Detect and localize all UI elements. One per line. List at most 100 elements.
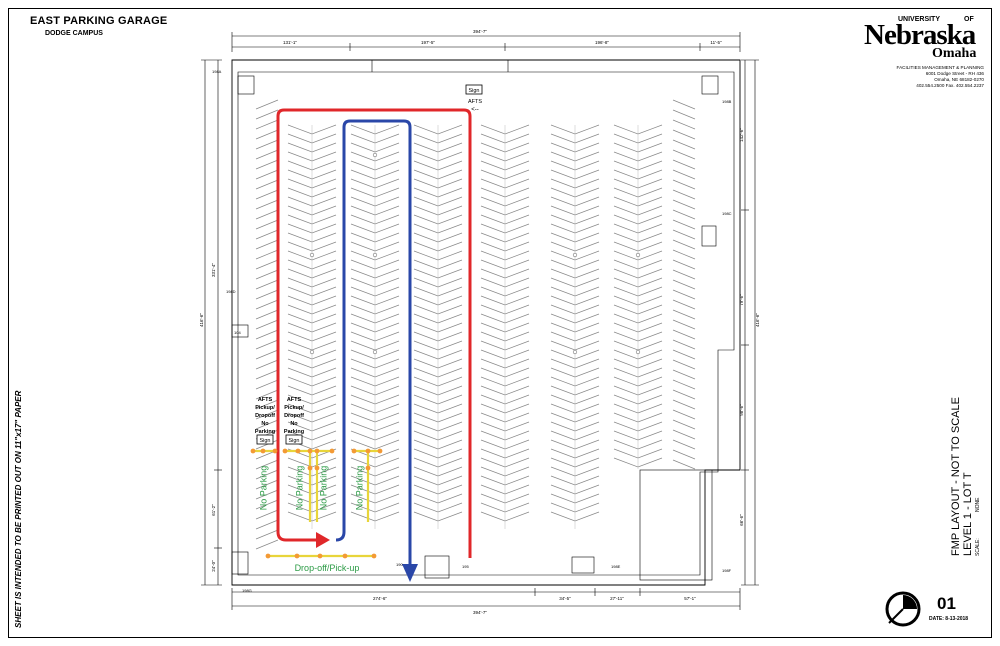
stall-edge: [255, 179, 279, 190]
stall-edge: [255, 339, 279, 350]
stall-edge: [672, 339, 696, 350]
university-logo: UNIVERSITY OF Nebraska Omaha: [858, 16, 983, 62]
stall-edge: [255, 259, 279, 270]
dimension-ticks: [201, 32, 759, 610]
stall-edge: [672, 279, 696, 290]
stall-edge: [255, 479, 279, 490]
pickup-note-1-line-1: AFTS: [258, 397, 273, 403]
stall-edge: [255, 109, 279, 120]
stall-edge: [255, 319, 279, 330]
stall-edge: [672, 99, 696, 110]
dim-bottom-4: 57'-1": [684, 596, 696, 601]
stall-edge: [255, 229, 279, 240]
room-tag-9: 195: [462, 564, 469, 569]
stall-edge: [255, 219, 279, 230]
stall-edge: [672, 179, 696, 190]
sheet-border: [8, 8, 992, 638]
dim-bottom-1: 274'-6": [373, 596, 387, 601]
pickup-note-2-line-4: No: [290, 421, 298, 427]
sign-1: Sign: [259, 438, 270, 444]
stall-edge: [672, 239, 696, 250]
stall-edge: [255, 309, 279, 320]
stall-edge: [672, 189, 696, 200]
stall-edge: [255, 509, 279, 520]
dim-right-1: 142'-6": [739, 128, 744, 142]
dropoff-label: Drop-off/Pick-up: [295, 563, 360, 573]
logo-of: OF: [964, 16, 974, 23]
exit-route: [335, 119, 412, 566]
no-parking-label-3: No Parking: [318, 466, 328, 511]
stall-edge: [255, 249, 279, 260]
stall-edge: [255, 499, 279, 510]
stall-edge: [672, 419, 696, 430]
stall-edge: [255, 409, 279, 420]
pickup-note-2-line-1: AFTS: [287, 397, 302, 403]
stall-edge: [672, 329, 696, 340]
stall-edge: [255, 299, 279, 310]
stall-edge: [255, 119, 279, 130]
pickup-note-2-line-5: Parking: [284, 429, 304, 435]
stall-edge: [255, 349, 279, 360]
room-tag-7: 104: [234, 330, 241, 335]
parking-stalls: [255, 99, 696, 550]
dim-top-1: 131'-1": [283, 40, 297, 45]
dim-right-2: 79'-6": [739, 294, 744, 306]
stall-edge: [255, 539, 279, 550]
columns: [309, 152, 641, 355]
stall-edge: [672, 349, 696, 360]
stall-edge: [255, 239, 279, 250]
pickup-note-2-line-2: Pickup/: [284, 405, 304, 411]
stall-edge: [255, 99, 279, 110]
no-parking-label-2: No Parking: [294, 466, 304, 511]
stall-edge: [255, 279, 279, 290]
stall-edge: [255, 329, 279, 340]
stall-edge: [672, 409, 696, 420]
stall-edge: [672, 129, 696, 140]
dim-left-2: 61'-2": [211, 504, 216, 516]
stall-edge: [672, 289, 696, 300]
stall-edge: [255, 189, 279, 200]
room-tag-3: 198C: [722, 211, 732, 216]
stall-edge: [672, 369, 696, 380]
pickup-note-1: AFTS Pickup/ Dropoff No Parking: [255, 397, 275, 435]
campus-name: DODGE CAMPUS: [45, 30, 103, 37]
stall-edge: [672, 159, 696, 170]
stall-edge: [672, 259, 696, 270]
room-tag-4: 198D: [226, 289, 236, 294]
north-arrow-icon: [885, 591, 921, 627]
no-parking-lines: [253, 449, 380, 558]
stall-edge: [255, 269, 279, 280]
dimension-labels: 394'-7" 131'-1" 197'-5" 196'-8" 11'-5" 3…: [199, 29, 760, 615]
stall-edge: [672, 249, 696, 260]
stall-edge: [672, 379, 696, 390]
dimension-lines: [204, 35, 756, 607]
stall-edge: [255, 519, 279, 530]
stall-edge: [672, 229, 696, 240]
dim-top-4: 11'-5": [710, 40, 722, 45]
dim-left-3: 24'-0": [211, 560, 216, 572]
stall-edge: [255, 129, 279, 140]
dim-left-overall: 416'-6": [199, 313, 204, 327]
pickup-note-1-line-3: Dropoff: [255, 413, 275, 419]
room-tags: 198A 198B 198C 198D 198E 198F 104 190 19…: [212, 69, 732, 593]
stall-edge: [255, 289, 279, 300]
dim-bottom-3: 27'-11": [610, 596, 624, 601]
sheet-number: 01: [937, 594, 956, 613]
stall-edge: [672, 139, 696, 150]
sign-2-box: [285, 434, 303, 445]
stall-edge: [255, 169, 279, 180]
room-tag-1: 198A: [212, 69, 222, 74]
pickup-note-1-line-5: Parking: [255, 429, 275, 435]
logo-city: Omaha: [932, 46, 977, 61]
stall-edge: [255, 159, 279, 170]
room-tag-6: 198F: [722, 568, 732, 573]
stall-edge: [255, 389, 279, 400]
sign-top-box: [465, 84, 483, 95]
stall-edge: [255, 379, 279, 390]
phone-line: 402.554.2500 Fax. 402.554.2237: [916, 83, 984, 88]
stall-edge: [255, 419, 279, 430]
stall-edge: [672, 149, 696, 160]
sign-1-box: [256, 434, 274, 445]
sign-2: Sign: [288, 438, 299, 444]
stall-edge: [255, 209, 279, 220]
